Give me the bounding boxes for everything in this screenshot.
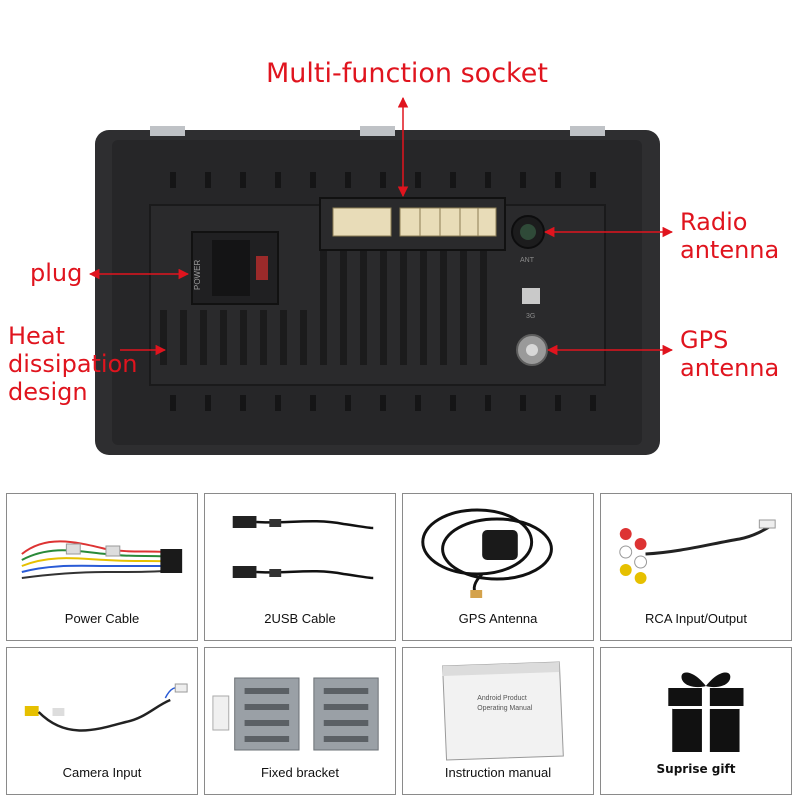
rca-label: RCA Input/Output: [645, 611, 747, 626]
accessory-surprise-gift: Suprise gift: [600, 647, 792, 795]
device-rear-view: POWER ANT 3G Multi-function socket Radio…: [8, 58, 780, 455]
accessory-camera-input: Camera Input: [6, 647, 198, 795]
callout-gps-line2: antenna: [680, 354, 780, 382]
bracket-icon: [212, 677, 379, 751]
gift-icon: [668, 672, 744, 752]
manual-title-line2: Operating Manual: [477, 705, 532, 712]
gps-antenna-label: GPS Antenna: [458, 611, 538, 626]
instruction-manual-label: Instruction manual: [444, 765, 552, 780]
usb-cable-icon: [232, 516, 374, 580]
callout-multi-function-socket: Multi-function socket: [266, 58, 548, 89]
usb-cable-label: 2USB Cable: [264, 611, 336, 626]
accessory-2usb-cable: 2USB Cable: [204, 493, 396, 641]
accessory-power-cable: Power Cable: [6, 493, 198, 641]
accessory-instruction-manual: Android Product Operating Manual Instruc…: [402, 647, 594, 795]
callout-plug: plug: [30, 259, 83, 287]
manual-icon: Android Product Operating Manual: [442, 661, 564, 761]
accessory-fixed-bracket: Fixed bracket: [204, 647, 396, 795]
camera-cable-icon: [24, 683, 188, 732]
rca-cable-icon: [619, 519, 776, 584]
gps-antenna-icon: [421, 508, 553, 598]
ant-label: ANT: [520, 257, 535, 264]
callout-heat-line3: design: [8, 378, 88, 406]
callout-heat-line2: dissipation: [8, 350, 138, 378]
device-illustration: POWER ANT 3G: [88, 96, 674, 455]
accessory-gps-antenna: GPS Antenna: [402, 493, 594, 641]
sim-label: 3G: [526, 313, 535, 320]
manual-title-line1: Android Product: [477, 695, 527, 702]
power-cable-label: Power Cable: [64, 611, 140, 626]
power-cable-icon: [21, 540, 183, 579]
camera-input-label: Camera Input: [62, 765, 142, 780]
fixed-bracket-label: Fixed bracket: [260, 765, 340, 780]
callout-gps-line1: GPS: [680, 326, 729, 354]
callout-heat-line1: Heat: [8, 322, 65, 350]
callout-radio-line2: antenna: [680, 236, 780, 264]
callout-radio-line1: Radio: [680, 208, 748, 236]
surprise-gift-label: Suprise gift: [656, 762, 736, 776]
power-label: POWER: [193, 260, 202, 290]
accessory-rca-input-output: RCA Input/Output: [600, 493, 792, 641]
accessories-grid: Power Cable 2USB Cable GPS Antenna: [6, 493, 792, 795]
